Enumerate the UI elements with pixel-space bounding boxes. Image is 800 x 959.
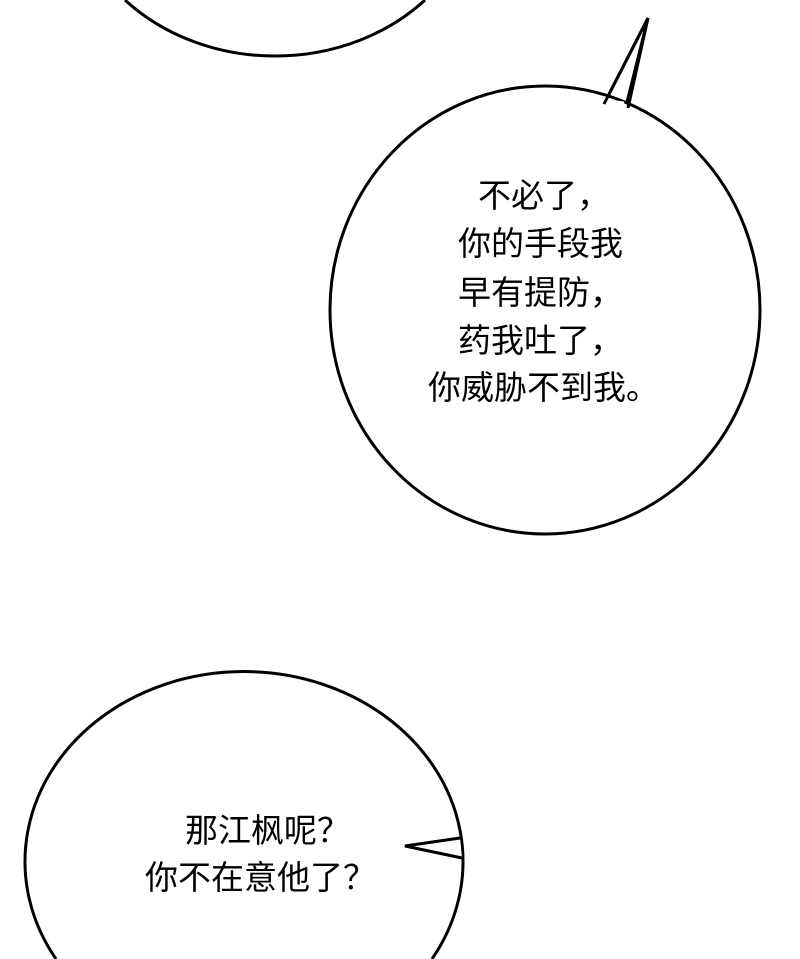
bubble-2-line-2: 你不在意他了？ <box>145 858 376 897</box>
bubble-1-line-4: 药我吐了， <box>458 321 623 360</box>
bubble-2-line-1: 那江枫呢？ <box>185 811 350 850</box>
speech-bubble-top-partial <box>123 0 427 58</box>
speech-bubble-2: 那江枫呢？ 你不在意他了？ <box>23 670 465 959</box>
bubble-1-line-3: 早有提防， <box>458 273 623 312</box>
bubble-1-line-5: 你威胁不到我。 <box>428 368 659 407</box>
bubble-1-line-1: 不必了， <box>478 176 610 215</box>
bubble-1-line-2: 你的手段我 <box>458 224 623 263</box>
speech-bubble-1: 不必了， 你的手段我 早有提防， 药我吐了， 你威胁不到我。 <box>328 17 762 536</box>
bubble-tail <box>404 836 463 860</box>
